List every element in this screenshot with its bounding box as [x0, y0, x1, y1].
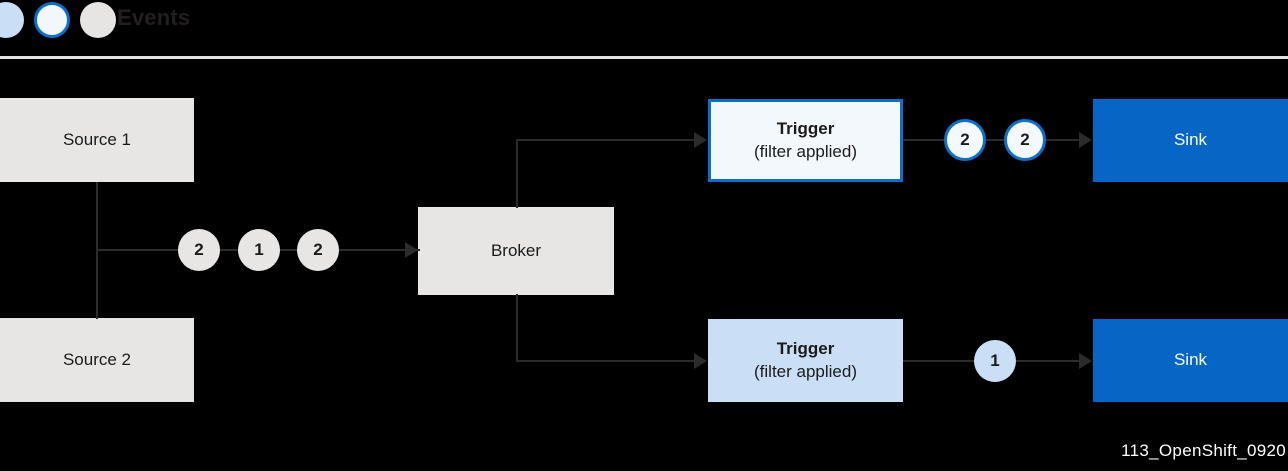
node-trigger-bottom: Trigger (filter applied) [708, 319, 903, 402]
node-source-2: Source 2 [0, 318, 194, 402]
event-badge-trigger-top-1: 2 [944, 119, 986, 161]
legend-dot-white-outlined-icon [34, 2, 70, 38]
node-trigger-top-subtitle: (filter applied) [754, 141, 857, 161]
node-sink-bottom-label: Sink [1173, 350, 1208, 370]
legend-title: Events [117, 5, 191, 30]
node-trigger-top-title: Trigger [776, 119, 835, 139]
legend-dot-gray-icon [80, 2, 116, 38]
connector-broker-to-trigger-top [516, 139, 696, 141]
node-source-1-label: Source 1 [62, 129, 132, 149]
node-trigger-bottom-subtitle: (filter applied) [754, 361, 857, 381]
node-sink-top: Sink [1093, 99, 1288, 182]
node-trigger-top: Trigger (filter applied) [708, 99, 903, 182]
connector-broker-to-trigger-bottom [516, 360, 696, 362]
node-broker-label: Broker [490, 240, 542, 260]
node-source-2-label: Source 2 [62, 349, 132, 369]
legend-group [0, 2, 116, 38]
node-trigger-bottom-title: Trigger [776, 339, 835, 359]
arrowhead-to-trigger-bottom-icon [694, 353, 707, 369]
connector-broker-down-vertical [516, 294, 518, 362]
arrowhead-to-broker-icon [405, 242, 418, 258]
node-sink-top-label: Sink [1173, 130, 1208, 150]
diagram-caption: 113_OpenShift_0920 [1121, 441, 1286, 460]
connector-broker-up-vertical [516, 140, 518, 208]
arrowhead-to-sink-top-icon [1079, 132, 1092, 148]
event-badge-trigger-top-2: 2 [1004, 119, 1046, 161]
node-broker: Broker [418, 207, 614, 295]
event-badge-source-1: 2 [178, 229, 220, 271]
node-source-1: Source 1 [0, 98, 194, 182]
event-badge-source-3: 2 [297, 229, 339, 271]
node-sink-bottom: Sink [1093, 319, 1288, 402]
arrowhead-to-trigger-top-icon [694, 132, 707, 148]
legend-dot-lightblue-icon [0, 2, 24, 38]
connector-trigger-top-to-sink [903, 139, 1081, 141]
event-badge-source-2: 1 [238, 229, 280, 271]
arrowhead-to-sink-bottom-icon [1079, 353, 1092, 369]
header-divider [0, 56, 1288, 59]
event-badge-trigger-bottom-1: 1 [974, 340, 1016, 382]
